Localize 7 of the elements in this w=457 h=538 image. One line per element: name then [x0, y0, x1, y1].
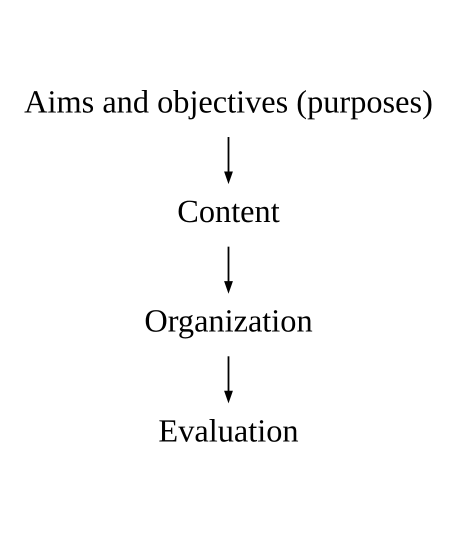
arrow: [224, 246, 233, 294]
node-text: Evaluation: [158, 412, 299, 448]
node-text: Organization: [144, 302, 313, 339]
node-text: Content: [177, 193, 280, 230]
node-text: Aims and objectives (purposes): [24, 83, 433, 120]
arrow: [224, 356, 233, 404]
arrow: [224, 137, 233, 184]
